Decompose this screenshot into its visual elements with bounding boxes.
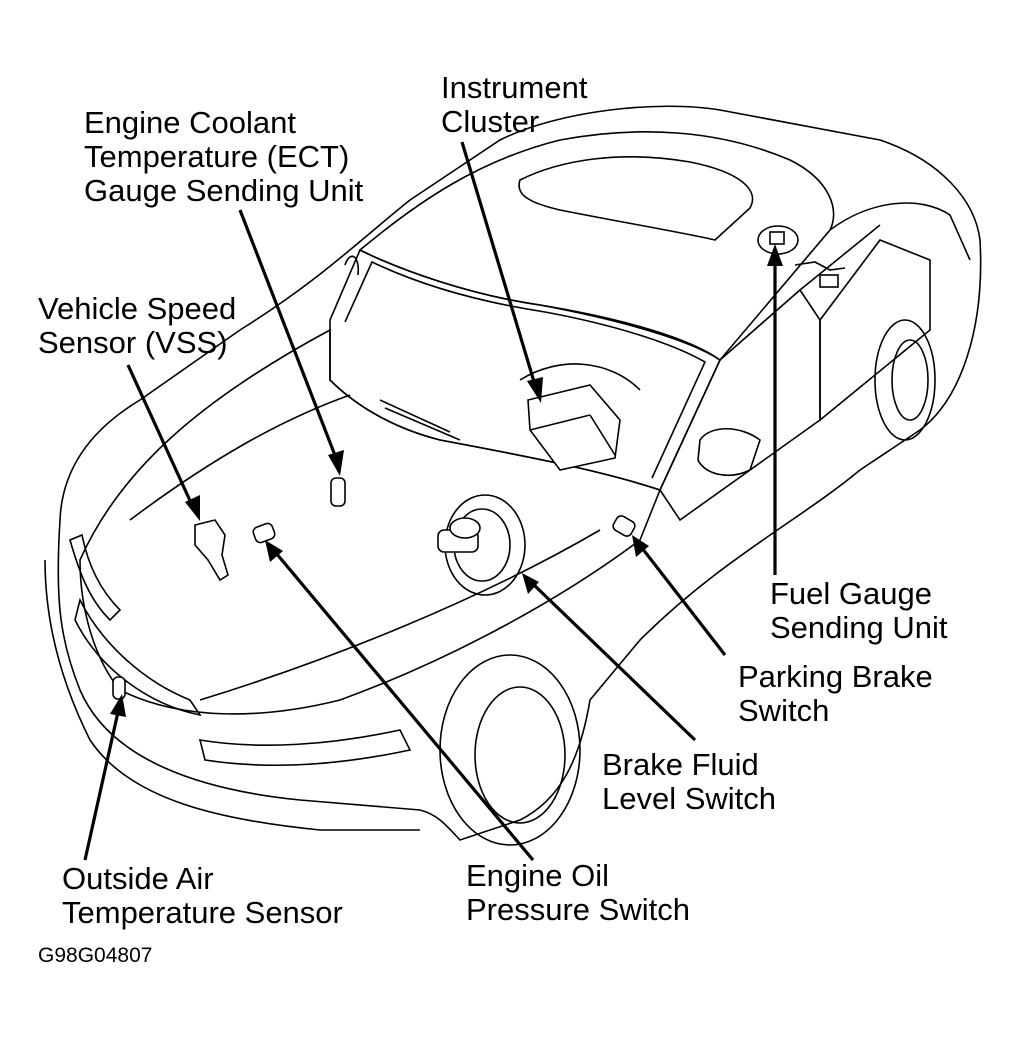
label-line: Temperature Sensor bbox=[62, 895, 343, 930]
label-line: Engine Oil bbox=[466, 858, 610, 893]
label-line: Outside Air bbox=[62, 861, 214, 896]
label-line: Fuel Gauge bbox=[770, 576, 932, 611]
label-line: Level Switch bbox=[602, 781, 777, 816]
label-line: Temperature (ECT) bbox=[84, 139, 350, 174]
outside-air-sensor bbox=[112, 676, 126, 700]
label-ect-sending-unit: Engine Coolant Temperature (ECT) Gauge S… bbox=[84, 106, 363, 208]
door-front bbox=[659, 288, 821, 522]
side-mirror bbox=[697, 428, 761, 476]
car-body-outline bbox=[57, 105, 982, 841]
label-vss: Vehicle Speed Sensor (VSS) bbox=[38, 292, 236, 360]
label-line: Sending Unit bbox=[770, 610, 948, 645]
label-line: Switch bbox=[738, 693, 830, 728]
headlight-right bbox=[198, 729, 412, 766]
label-line: Parking Brake bbox=[738, 659, 933, 694]
door-rear bbox=[819, 239, 931, 422]
front-bumper bbox=[44, 559, 420, 831]
label-line: Sensor (VSS) bbox=[38, 325, 228, 360]
figure-code: G98G04807 bbox=[38, 944, 153, 967]
vss-sensor bbox=[194, 519, 229, 582]
car-roof bbox=[358, 131, 835, 362]
label-brake-fluid: Brake Fluid Level Switch bbox=[602, 748, 776, 816]
ect-sensor bbox=[330, 477, 346, 507]
label-line: Gauge Sending Unit bbox=[84, 173, 364, 208]
label-fuel-gauge: Fuel Gauge Sending Unit bbox=[770, 577, 948, 645]
parking-brake-sensor bbox=[612, 515, 636, 537]
label-instrument-cluster: Instrument Cluster bbox=[441, 71, 587, 139]
label-parking-brake: Parking Brake Switch bbox=[738, 660, 933, 728]
front-wheel bbox=[439, 654, 581, 846]
label-outside-air: Outside Air Temperature Sensor bbox=[62, 862, 343, 930]
sunroof bbox=[518, 156, 754, 241]
label-oil-pressure: Engine Oil Pressure Switch bbox=[466, 859, 690, 927]
label-line: Pressure Switch bbox=[466, 892, 690, 927]
hood bbox=[79, 328, 662, 715]
grille bbox=[74, 597, 202, 717]
leader-lines bbox=[83, 141, 783, 862]
headlight-left bbox=[69, 533, 122, 622]
label-line: Cluster bbox=[441, 104, 540, 139]
label-line: Instrument bbox=[441, 70, 588, 105]
label-line: Brake Fluid bbox=[602, 747, 759, 782]
rear-wheel bbox=[874, 319, 936, 441]
label-line: Engine Coolant bbox=[84, 105, 296, 140]
oil-pressure-sensor bbox=[252, 522, 276, 544]
label-line: Vehicle Speed bbox=[38, 291, 237, 326]
windshield bbox=[329, 248, 722, 491]
